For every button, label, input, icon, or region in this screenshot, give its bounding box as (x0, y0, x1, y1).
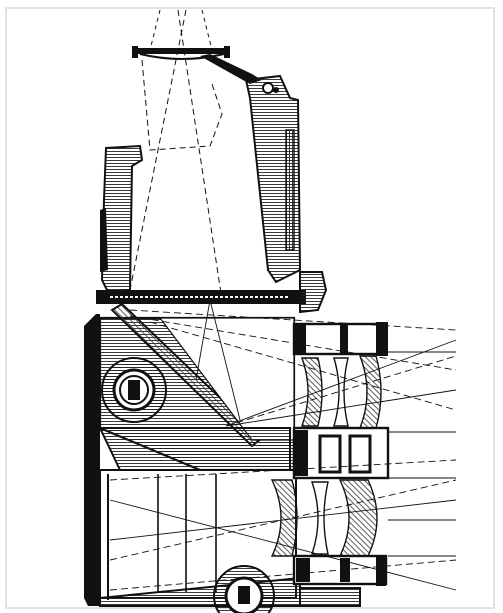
viewing-lens (292, 322, 390, 480)
lower-film-spool (213, 565, 275, 613)
taking-lens (270, 479, 388, 607)
light-rays (109, 299, 457, 591)
ground-glass (96, 271, 328, 314)
camera-body (84, 302, 301, 607)
upper-film-spool (101, 357, 167, 423)
